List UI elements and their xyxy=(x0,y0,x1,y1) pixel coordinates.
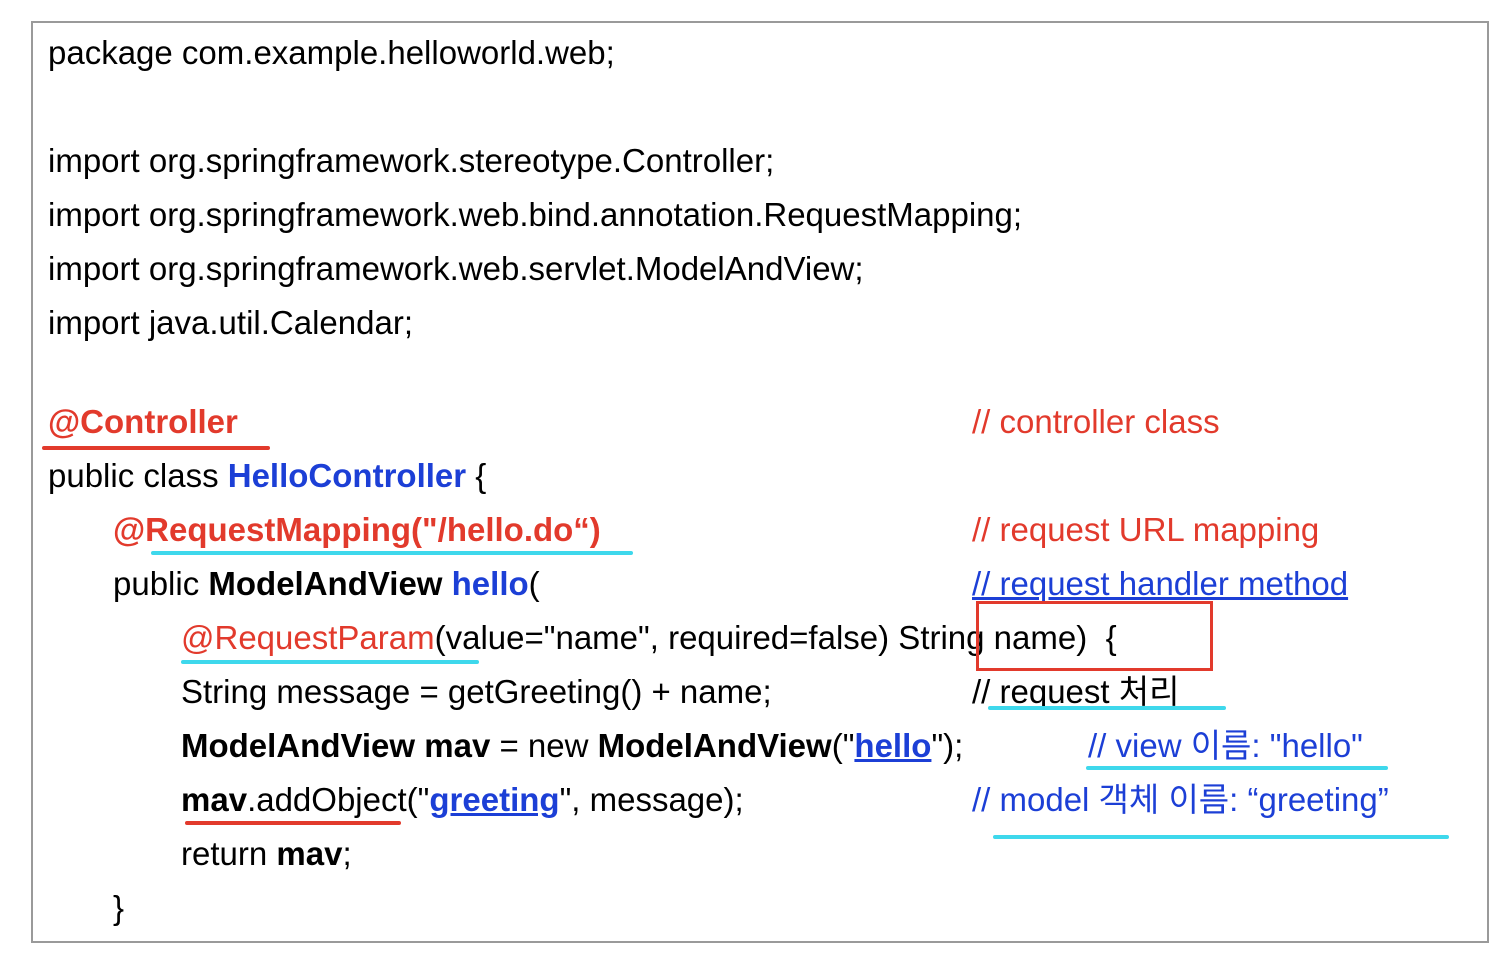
mav-ctor: ModelAndView xyxy=(597,727,832,764)
request-mapping-underline xyxy=(151,551,633,555)
method-prefix: public xyxy=(113,565,209,602)
class-decl-suffix: { xyxy=(466,457,487,494)
method-space xyxy=(442,565,451,602)
closing-brace: } xyxy=(113,889,125,926)
request-param-line: @RequestParam(value="name", required=fal… xyxy=(181,618,1117,658)
mav-assign: = new xyxy=(490,727,598,764)
import-line-3: import org.springframework.web.servlet.M… xyxy=(48,250,864,287)
request-param-args: (value="name", required=false xyxy=(434,619,879,656)
addobj-var: mav xyxy=(181,781,248,818)
comment-handler: // request handler method xyxy=(972,565,1349,602)
request-param-annotation: @RequestParam xyxy=(181,619,435,656)
return-var: mav xyxy=(276,835,343,872)
add-object-underline xyxy=(185,821,401,825)
param-highlight-box xyxy=(976,601,1213,671)
package-line: package com.example.helloworld.web; xyxy=(48,34,615,71)
mav-type: ModelAndView xyxy=(181,727,416,764)
class-name: HelloController xyxy=(227,457,467,494)
mav-line: ModelAndView mav = new ModelAndView("hel… xyxy=(181,726,963,766)
addobj-call: .addObject(" xyxy=(247,781,430,818)
mav-var: mav xyxy=(415,727,491,764)
param-brace: { xyxy=(1087,619,1117,656)
code-frame xyxy=(31,21,1489,943)
addobj-rest: ", message); xyxy=(559,781,744,818)
comment-controller: // controller class xyxy=(972,403,1220,440)
class-declaration: public class HelloController { xyxy=(48,456,486,496)
message-line: String message = getGreeting() + name; xyxy=(181,673,772,710)
import-line-2: import org.springframework.web.bind.anno… xyxy=(48,196,1023,233)
return-semi: ; xyxy=(342,835,352,872)
view-name-link[interactable]: hello xyxy=(854,727,932,764)
comment-request: // request 처리 xyxy=(972,673,1180,710)
method-return-type: ModelAndView xyxy=(208,565,443,602)
class-decl-prefix: public class xyxy=(48,457,228,494)
method-name: hello xyxy=(451,565,529,602)
return-line: return mav; xyxy=(181,834,352,874)
method-paren: ( xyxy=(528,565,540,602)
add-object-line: mav.addObject("greeting", message); xyxy=(181,780,744,820)
mav-close: "); xyxy=(931,727,964,764)
comment-view-underline xyxy=(1086,766,1388,770)
comment-mapping: // request URL mapping xyxy=(972,511,1320,548)
import-line-1: import org.springframework.stereotype.Co… xyxy=(48,142,775,179)
param-decl: String name) xyxy=(889,619,1088,656)
mav-open: (" xyxy=(831,727,855,764)
method-declaration: public ModelAndView hello( xyxy=(113,564,540,604)
comment-model-underline xyxy=(993,835,1449,839)
import-line-4: import java.util.Calendar; xyxy=(48,304,413,341)
model-name-link[interactable]: greeting xyxy=(429,781,560,818)
request-mapping: @RequestMapping("/hello.do“) xyxy=(113,511,601,548)
request-param-close: ) xyxy=(878,619,890,656)
return-keyword: return xyxy=(181,835,277,872)
comment-request-underline xyxy=(988,706,1226,710)
comment-view: // view 이름: "hello" xyxy=(1088,727,1363,764)
request-param-underline xyxy=(181,660,479,664)
controller-underline xyxy=(42,446,270,450)
controller-annotation: @Controller xyxy=(48,403,238,440)
comment-model: // model 객체 이름: “greeting” xyxy=(972,781,1389,818)
